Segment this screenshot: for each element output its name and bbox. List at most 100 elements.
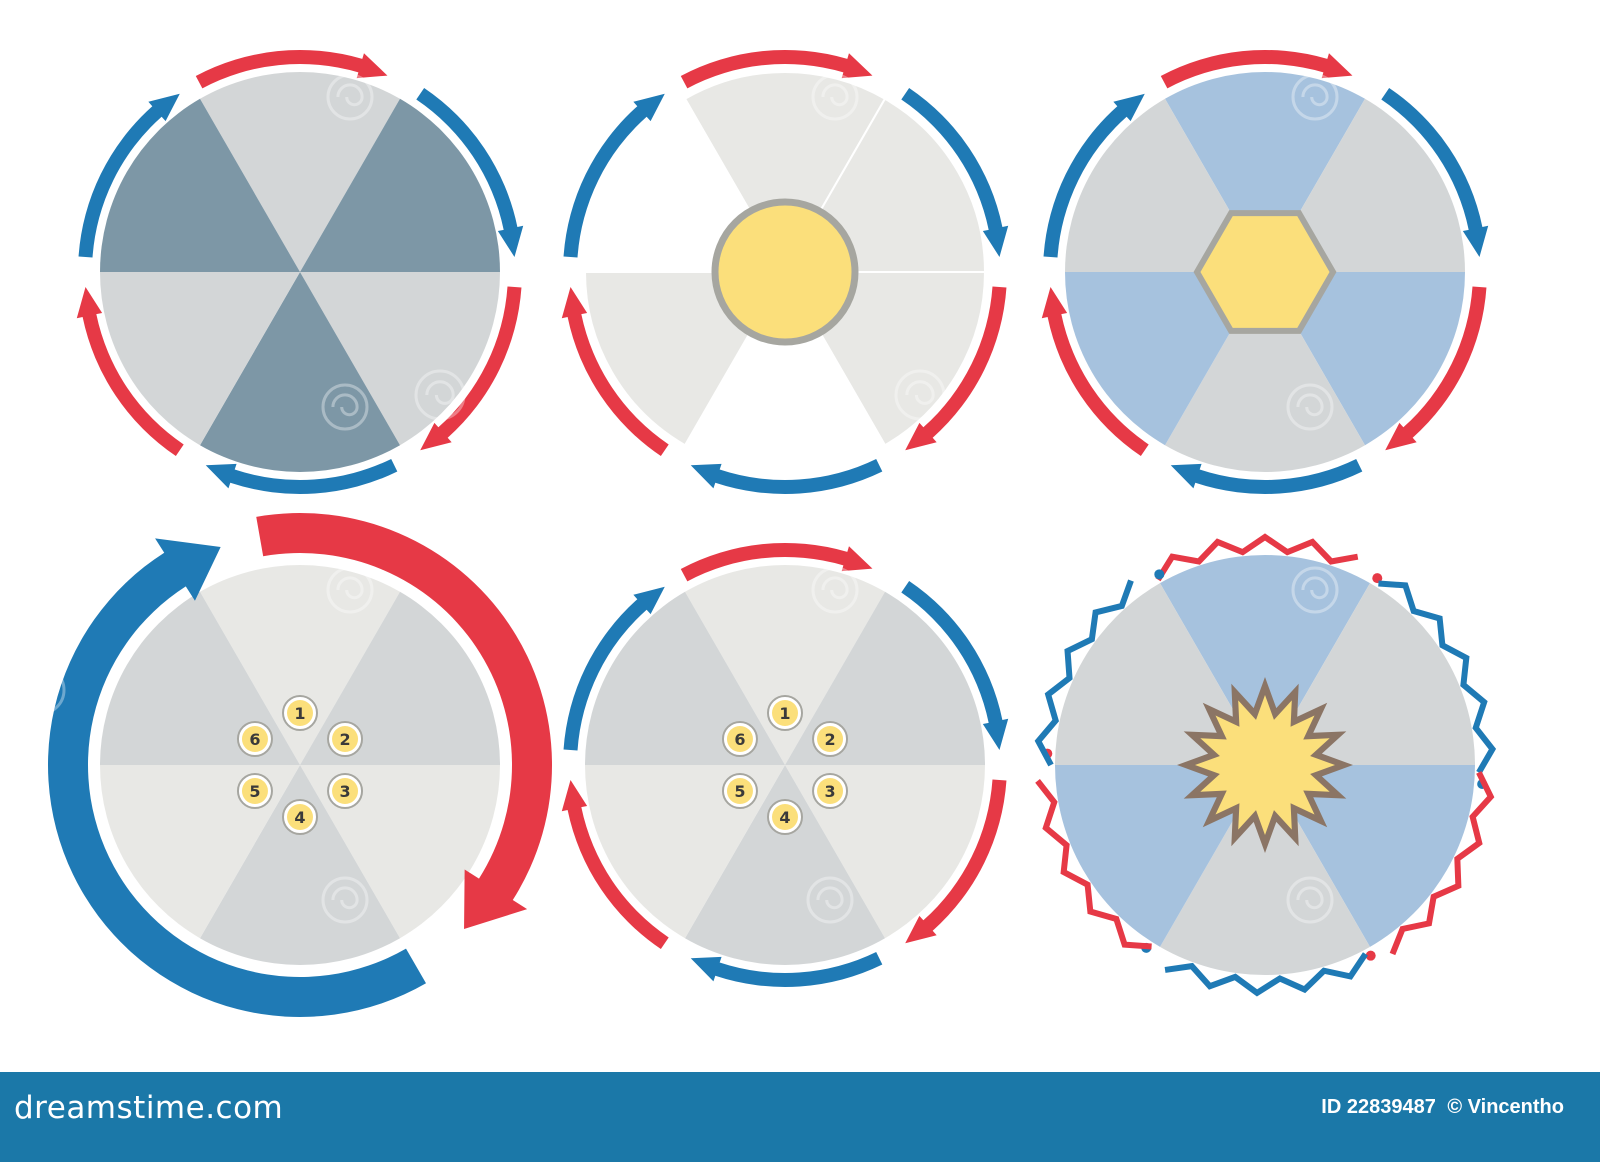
- watermark-spiral-icon: [894, 959, 946, 1011]
- number-badge-label: 6: [734, 730, 745, 749]
- number-badge-label: 3: [339, 782, 350, 801]
- number-badge-label: 5: [734, 782, 745, 801]
- pie-slice: [1065, 272, 1265, 446]
- pie-slice: [585, 765, 785, 939]
- pie-slice: [1160, 554, 1370, 765]
- number-badge-label: 6: [249, 730, 260, 749]
- watermark-spiral-icon: [806, 876, 854, 924]
- red-arrow: [1389, 771, 1495, 956]
- blue-arrow: [48, 538, 426, 1017]
- arrow-tip: [1365, 950, 1376, 961]
- copyright-author: © Vincentho: [1447, 1096, 1564, 1118]
- number-badge-label: 5: [249, 782, 260, 801]
- watermark-spiral-icon: [806, 383, 854, 431]
- blue-arrow: [1381, 87, 1489, 258]
- number-badge-fill: [772, 700, 798, 726]
- center-starburst-inner: [1195, 695, 1335, 835]
- cycle-diagram-6: [1034, 533, 1497, 997]
- number-badge-fill: [241, 726, 268, 752]
- footer-credit: ID 22839487 © Vincentho: [1315, 1096, 1564, 1119]
- blue-arrow: [78, 93, 180, 258]
- blue-arrow: [563, 586, 665, 751]
- pie-slice: [100, 272, 300, 446]
- watermark-spiral-icon: [894, 369, 946, 421]
- watermark-spiral-icon: [326, 566, 374, 614]
- number-badge-fill: [817, 778, 844, 804]
- watermark-spiral-icon: [1291, 566, 1339, 614]
- red-arrow: [680, 543, 873, 582]
- pie-slice: [300, 272, 500, 446]
- number-badge-label: 4: [294, 808, 305, 827]
- watermark-spiral-icon: [414, 369, 466, 421]
- watermark-spiral-icon: [321, 383, 369, 431]
- pie-slice: [1265, 272, 1465, 446]
- red-arrow: [905, 779, 1007, 944]
- pie-slice: [685, 565, 885, 765]
- pie-slice: [1065, 98, 1265, 272]
- red-arrow: [1035, 779, 1152, 950]
- red-arrow: [195, 50, 388, 89]
- blue-arrow: [1164, 952, 1368, 997]
- pie-slice: [200, 272, 400, 472]
- number-badge-fill: [817, 726, 844, 752]
- watermark-spiral-icon: [14, 664, 66, 716]
- watermark-spiral-icon: [1286, 876, 1334, 924]
- watermark-spiral-icon: [1286, 383, 1334, 431]
- number-badge-fill: [726, 726, 753, 752]
- image-id: ID 22839487: [1321, 1096, 1436, 1118]
- red-arrow: [561, 286, 669, 457]
- number-badge-fill: [287, 804, 313, 830]
- number-badge-label: 2: [339, 730, 350, 749]
- watermark-spiral-icon: [321, 876, 369, 924]
- watermark-spiral-icon: [1291, 73, 1339, 121]
- cycle-diagram-1: [76, 50, 524, 495]
- number-badge-label: 3: [824, 782, 835, 801]
- pie-slice: [1160, 765, 1370, 976]
- blue-arrow: [1170, 458, 1363, 494]
- blue-arrow: [901, 580, 1009, 751]
- cycle-diagram-2: [561, 49, 1009, 495]
- center-hexagon: [1193, 210, 1337, 334]
- watermark-spiral-icon: [326, 73, 374, 121]
- pie-slice: [585, 591, 785, 765]
- blue-arrow: [1034, 579, 1134, 767]
- watermark-spiral-icon: [1534, 369, 1586, 421]
- watermark-spiral-icon: [811, 566, 859, 614]
- arrow-tip: [1154, 569, 1165, 580]
- red-arrow: [1160, 49, 1353, 89]
- pie-slice: [100, 591, 300, 765]
- footer-brand[interactable]: dreamstime.com: [14, 1090, 284, 1126]
- pie-slice: [300, 591, 500, 765]
- red-arrow: [680, 49, 873, 89]
- red-arrow: [256, 513, 552, 930]
- blue-arrow: [901, 87, 1009, 258]
- red-arrow: [561, 779, 669, 950]
- pie-slice: [200, 71, 400, 272]
- number-badge-fill: [332, 778, 359, 804]
- red-arrow: [1041, 286, 1149, 457]
- blue-arrow: [690, 458, 883, 495]
- blue-arrow: [690, 951, 883, 987]
- pie-slice: [683, 71, 887, 275]
- pie-slice: [300, 765, 500, 939]
- pie-slice: [200, 565, 400, 765]
- number-badge-fill: [772, 804, 798, 830]
- red-arrow: [1385, 286, 1487, 451]
- pie-slice: [100, 765, 300, 939]
- pie-slice: [1165, 272, 1365, 472]
- number-badge-label: 4: [779, 808, 790, 827]
- blue-arrow: [205, 458, 398, 495]
- center-circle: [711, 198, 859, 346]
- red-arrow: [1155, 533, 1359, 582]
- pie-slice: [1165, 71, 1365, 272]
- number-badge-fill: [287, 700, 313, 726]
- red-arrow: [420, 286, 522, 451]
- number-badge-label: 1: [779, 704, 790, 723]
- blue-arrow: [1043, 93, 1145, 258]
- red-arrow: [76, 286, 184, 457]
- watermark-spiral-icon: [14, 74, 66, 126]
